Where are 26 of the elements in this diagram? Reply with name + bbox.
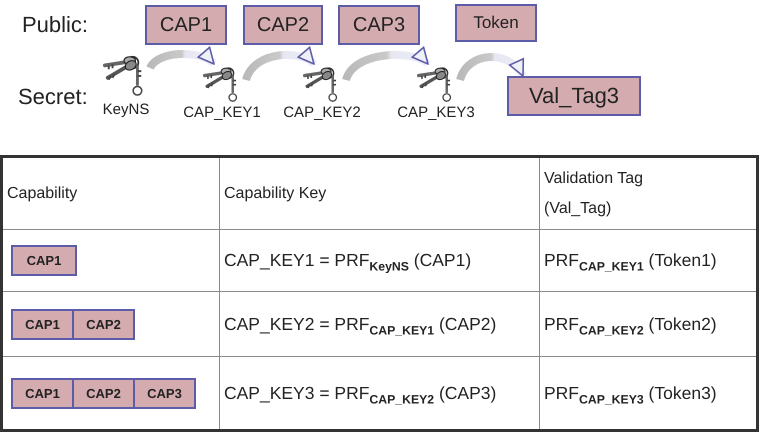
- capability-box: CAP1: [11, 378, 74, 408]
- capability-box: CAP3: [338, 5, 420, 45]
- key-label: KeyNS: [102, 101, 150, 118]
- column-header: Capability: [7, 184, 78, 202]
- tag-box: Val_Tag3: [507, 76, 641, 116]
- curved-arrow: [342, 48, 430, 82]
- capability-box: CAP2: [72, 378, 135, 408]
- key-label: CAP_KEY1: [183, 104, 261, 121]
- capability-box: CAP2: [72, 308, 135, 340]
- key-label: CAP_KEY2: [283, 104, 361, 121]
- formula-text: CAP_KEY2 = PRF$_{CAP_KEY1}$ (CAP2): [224, 314, 496, 334]
- column-header: Capability Key: [224, 184, 326, 202]
- capability-box: CAP1: [11, 308, 74, 340]
- capability-box: CAP3: [133, 378, 196, 408]
- column-header: Validation Tag (Val_Tag): [544, 168, 644, 218]
- capability-box: CAP1: [11, 245, 77, 276]
- formula-text: PRF$_{CAP_KEY3}$ (Token3): [544, 382, 717, 402]
- capability-box: CAP1: [145, 5, 227, 45]
- formula-text: PRF$_{CAP_KEY1}$ (Token1): [544, 250, 717, 270]
- formula-text: PRF$_{CAP_KEY2}$ (Token2): [544, 314, 717, 334]
- formula-text: CAP_KEY3 = PRF$_{CAP_KEY2}$ (CAP3): [224, 382, 496, 402]
- row-label: Secret:: [18, 84, 88, 110]
- row-label: Public:: [22, 12, 88, 38]
- token-box: Token: [455, 4, 537, 42]
- key-label: CAP_KEY3: [397, 104, 475, 121]
- capability-box: CAP2: [243, 5, 323, 45]
